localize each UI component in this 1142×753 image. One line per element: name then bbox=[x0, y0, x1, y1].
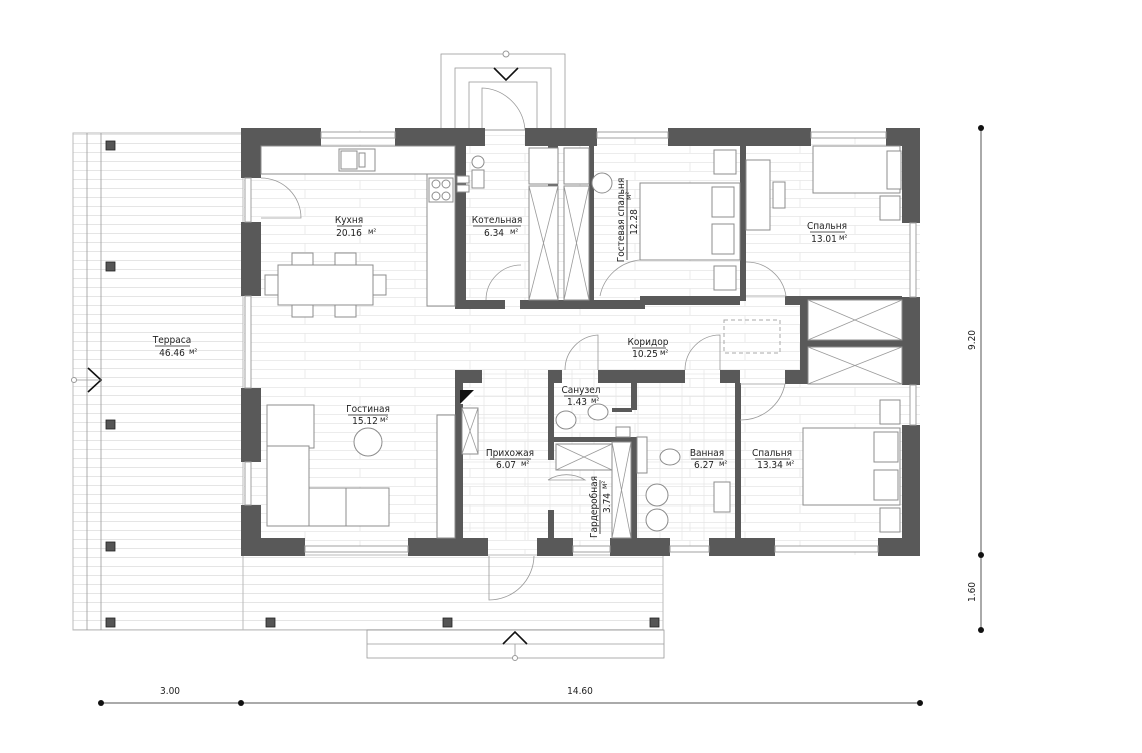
svg-text:Санузел: Санузел bbox=[561, 385, 600, 396]
svg-text:Гостевая спальня: Гостевая спальня bbox=[616, 178, 627, 263]
svg-text:10.25: 10.25 bbox=[632, 349, 658, 360]
svg-text:м²: м² bbox=[660, 348, 668, 357]
kitchen-furniture bbox=[260, 145, 470, 318]
svg-text:м²: м² bbox=[839, 233, 847, 242]
svg-text:Ванная: Ванная bbox=[690, 448, 724, 459]
label-bedroom-2: Спальня 13.34 bbox=[752, 448, 792, 471]
terrace-post-icon bbox=[105, 140, 660, 628]
svg-text:Спальня: Спальня bbox=[807, 221, 847, 232]
svg-text:3.74: 3.74 bbox=[602, 493, 613, 513]
svg-text:м²: м² bbox=[624, 192, 633, 200]
label-bedroom-1: Спальня 13.01 bbox=[807, 221, 847, 245]
label-guest-bedroom: Гостевая спальня 12.28 bbox=[616, 178, 640, 263]
svg-text:Спальня: Спальня bbox=[752, 448, 792, 459]
living-furniture bbox=[266, 404, 456, 539]
hall-furniture bbox=[460, 390, 632, 601]
label-kitchen: Кухня 20.16 bbox=[335, 215, 363, 239]
svg-text:Коридор: Коридор bbox=[628, 337, 669, 348]
room-labels: Терраса 46.46 Кухня 20.16 Котельная 6.34… bbox=[152, 178, 848, 538]
dimension-lines: 3.00 14.60 9.20 1.60 bbox=[98, 125, 984, 706]
label-living: Гостиная 15.12 bbox=[346, 404, 390, 427]
label-hall: Прихожая 6.07 bbox=[486, 448, 534, 471]
svg-text:м²: м² bbox=[510, 227, 518, 236]
guest-bedroom-furniture bbox=[591, 149, 741, 297]
label-corridor: Коридор 10.25 bbox=[628, 337, 669, 360]
svg-text:13.34: 13.34 bbox=[757, 460, 783, 471]
svg-text:м²: м² bbox=[600, 481, 609, 489]
entry-arrow-up-icon bbox=[502, 630, 528, 645]
label-wc: Санузел 1.43 bbox=[561, 385, 600, 408]
svg-text:м²: м² bbox=[189, 347, 197, 356]
svg-text:Прихожая: Прихожая bbox=[486, 448, 534, 459]
svg-text:Гостиная: Гостиная bbox=[346, 404, 390, 415]
svg-text:6.34: 6.34 bbox=[484, 228, 504, 239]
label-bath: Ванная 6.27 bbox=[690, 448, 724, 471]
svg-text:Терраса: Терраса bbox=[152, 335, 191, 346]
svg-text:Котельная: Котельная bbox=[472, 215, 523, 226]
corridor-furniture bbox=[564, 299, 903, 421]
label-boiler: Котельная 6.34 bbox=[472, 215, 523, 239]
bedroom-2-furniture bbox=[802, 399, 901, 533]
west-entry bbox=[71, 367, 103, 393]
area-unit-labels: м² м² м² м² м² м² м² м² м² м² м² м² bbox=[189, 192, 847, 489]
svg-text:м²: м² bbox=[521, 459, 529, 468]
svg-text:м²: м² bbox=[591, 396, 599, 405]
boiler-room-furniture bbox=[471, 147, 590, 301]
svg-text:20.16: 20.16 bbox=[336, 228, 362, 239]
north-entry bbox=[440, 50, 566, 131]
svg-text:13.01: 13.01 bbox=[811, 234, 837, 245]
label-wardrobe: Гардеробная 3.74 bbox=[588, 476, 613, 538]
svg-text:м²: м² bbox=[719, 459, 727, 468]
bedroom-1-furniture bbox=[745, 145, 902, 297]
svg-text:Гардеробная: Гардеробная bbox=[588, 476, 600, 538]
svg-text:12.28: 12.28 bbox=[629, 209, 640, 235]
dim-house-width: 14.60 bbox=[567, 686, 593, 697]
svg-text:46.46: 46.46 bbox=[159, 348, 185, 359]
svg-text:м²: м² bbox=[368, 227, 376, 236]
svg-text:1.43: 1.43 bbox=[567, 397, 587, 408]
svg-text:6.07: 6.07 bbox=[496, 460, 516, 471]
svg-text:6.27: 6.27 bbox=[694, 460, 714, 471]
south-entry bbox=[502, 630, 528, 661]
terrace bbox=[72, 132, 665, 659]
walls bbox=[241, 128, 920, 556]
svg-text:м²: м² bbox=[380, 415, 388, 424]
dim-terrace-width: 3.00 bbox=[160, 686, 180, 697]
svg-text:Кухня: Кухня bbox=[335, 215, 363, 226]
entry-arrow-down-icon bbox=[493, 67, 519, 82]
wc-bath-furniture bbox=[555, 403, 731, 532]
label-terrace: Терраса 46.46 bbox=[152, 335, 191, 359]
dim-terrace-depth: 1.60 bbox=[967, 582, 978, 602]
windows bbox=[244, 131, 917, 553]
dim-house-depth: 9.20 bbox=[967, 330, 978, 350]
svg-text:м²: м² bbox=[786, 459, 794, 468]
svg-text:15.12: 15.12 bbox=[352, 416, 378, 427]
